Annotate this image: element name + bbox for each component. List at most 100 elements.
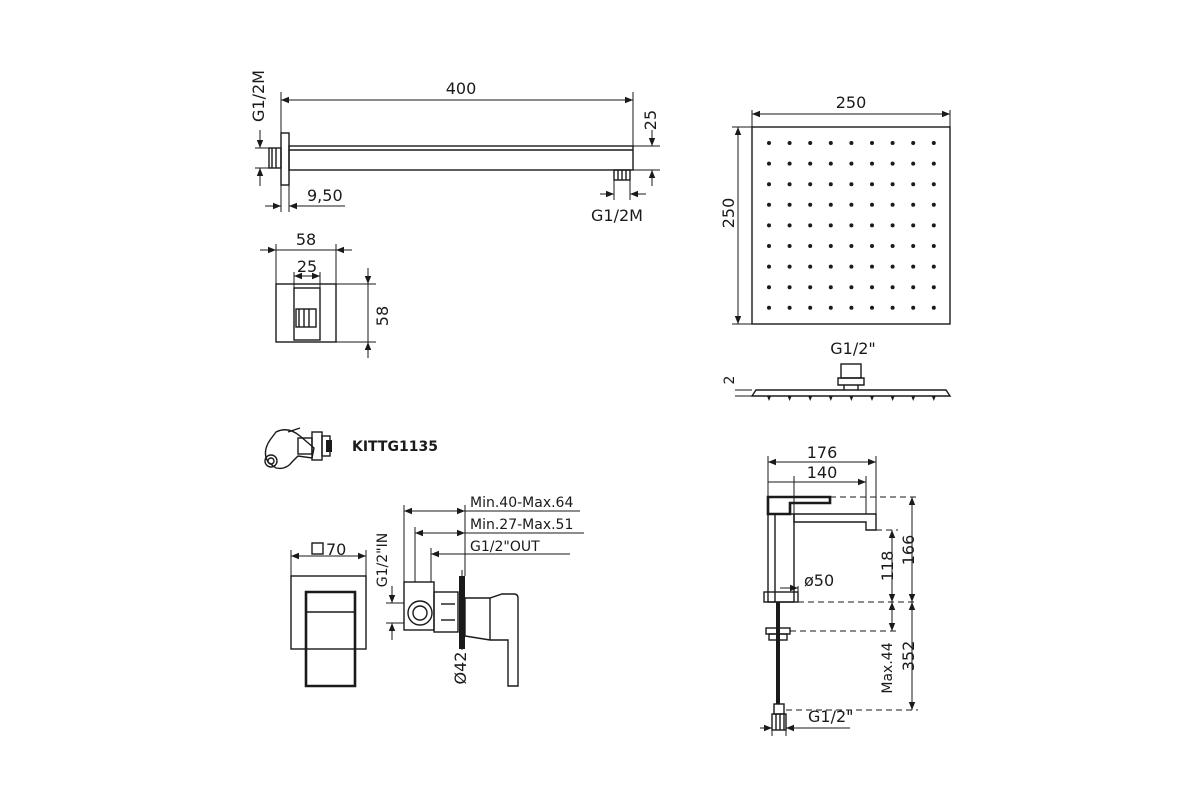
nozzle-dot — [787, 244, 792, 248]
dim-arm-thread-left: G1/2M — [249, 70, 268, 122]
nozzle-dot — [808, 202, 813, 207]
basin-body — [767, 513, 795, 603]
nozzle-dot — [767, 244, 771, 248]
head-connector-nut — [840, 363, 862, 379]
dim-basin-height: 166 — [899, 535, 918, 566]
shower-head-side-view: G1/2" 2 — [722, 339, 952, 401]
nozzle-dot — [911, 161, 916, 166]
concealed-mixer-front-view: 70 — [290, 540, 367, 688]
nozzle-dot — [890, 223, 895, 228]
nozzle-dot — [931, 161, 936, 166]
nozzle-dot — [808, 285, 813, 290]
basin-spout — [793, 513, 877, 531]
side-nozzle — [849, 396, 854, 401]
head-side-nozzles — [767, 396, 936, 401]
nozzle-dot — [931, 223, 936, 228]
basin-shank — [776, 602, 780, 704]
dim-mixer-depth-1: Min.40-Max.64 — [470, 495, 573, 511]
nozzle-dot — [849, 161, 854, 166]
basin-base — [763, 591, 799, 603]
nozzle-dot — [808, 264, 813, 269]
arm-tube — [288, 145, 634, 171]
dim-mixer-outlet: G1/2"OUT — [470, 539, 540, 555]
nozzle-dot — [787, 223, 792, 228]
nozzle-dot — [767, 141, 771, 145]
nozzle-dot — [808, 223, 813, 228]
dim-basin-inner: 140 — [807, 463, 838, 482]
basin-mixer-view: 176 140 166 118 352 Max.44 ø50 — [760, 443, 918, 736]
nozzle-dot — [890, 305, 895, 310]
mixer-wall-plate — [459, 576, 465, 649]
nozzle-dot — [931, 202, 936, 207]
diameter-symbol-icon: ø — [804, 571, 814, 590]
nozzle-dot — [808, 161, 813, 166]
nozzle-dot — [787, 141, 792, 145]
shower-arm-view: 400 25 G1/2M 9,50 G1/2M — [249, 70, 660, 225]
nozzle-dot — [911, 223, 916, 228]
nozzle-dot — [849, 305, 854, 310]
dim-basin-base-group: ø50 — [804, 571, 834, 590]
nozzle-dot — [911, 202, 916, 207]
nozzle-dot — [849, 264, 854, 269]
dim-mixer-diameter-group: Ø42 — [451, 652, 470, 685]
dim-head-height: 250 — [719, 198, 738, 229]
dim-arm-thread-right: G1/2M — [591, 206, 643, 225]
side-nozzle — [931, 396, 936, 401]
dim-basin-thread: G1/2" — [808, 707, 854, 726]
side-nozzle — [890, 396, 895, 401]
dim-mixer-depth-2: Min.27-Max.51 — [470, 517, 573, 533]
nozzle-dot — [808, 141, 813, 145]
kit-code-label: KITTG1135 — [352, 439, 438, 455]
diameter-symbol-icon: Ø — [451, 672, 470, 685]
nozzle-dot — [870, 202, 874, 207]
nozzle-dot — [870, 223, 874, 228]
arm-thread-nipple — [268, 147, 282, 169]
dim-mixer-diameter: 42 — [451, 652, 470, 672]
nozzle-dot — [767, 202, 771, 207]
side-nozzle — [828, 396, 833, 401]
nozzle-dot — [870, 285, 874, 290]
dim-basin-reach: 176 — [807, 443, 838, 462]
nozzle-dot — [931, 264, 936, 269]
nozzle-dot — [890, 182, 895, 187]
nozzle-dot — [828, 223, 833, 228]
nozzle-dot — [828, 264, 833, 269]
nozzle-dot — [931, 244, 936, 248]
side-nozzle — [787, 396, 792, 401]
shower-nozzle-grid — [767, 141, 936, 310]
nozzle-dot — [849, 202, 854, 207]
dim-mixer-plate: 70 — [326, 540, 346, 559]
nozzle-dot — [890, 264, 895, 269]
nozzle-dot — [890, 285, 895, 290]
nozzle-dot — [787, 264, 792, 269]
nozzle-dot — [911, 264, 916, 269]
nozzle-dot — [870, 244, 874, 248]
kit-valve-body — [264, 429, 315, 470]
dim-arm-length: 400 — [446, 79, 477, 98]
nozzle-dot — [828, 244, 833, 248]
nozzle-dot — [890, 244, 895, 248]
nozzle-dot — [808, 182, 813, 187]
nozzle-dot — [767, 305, 771, 310]
side-nozzle — [870, 396, 874, 401]
nozzle-dot — [767, 182, 771, 187]
nozzle-dot — [911, 182, 916, 187]
arm-wall-flange — [280, 132, 290, 186]
nozzle-dot — [870, 264, 874, 269]
nozzle-dot — [931, 182, 936, 187]
dim-basin-shank-total: 352 — [899, 641, 918, 672]
dim-flange-height: 58 — [373, 306, 392, 326]
nozzle-dot — [849, 141, 854, 145]
nozzle-dot — [808, 244, 813, 248]
nozzle-dot — [911, 305, 916, 310]
nozzle-dot — [767, 223, 771, 228]
concealed-mixer-side-view: Min.40-Max.64 Min.27-Max.51 G1/2"OUT G1/… — [375, 495, 584, 687]
nozzle-dot — [870, 305, 874, 310]
nozzle-dot — [828, 161, 833, 166]
nozzle-dot — [767, 264, 771, 269]
shower-head-plate — [751, 126, 951, 325]
nozzle-dot — [931, 305, 936, 310]
nozzle-dot — [931, 285, 936, 290]
nozzle-dot — [828, 141, 833, 145]
